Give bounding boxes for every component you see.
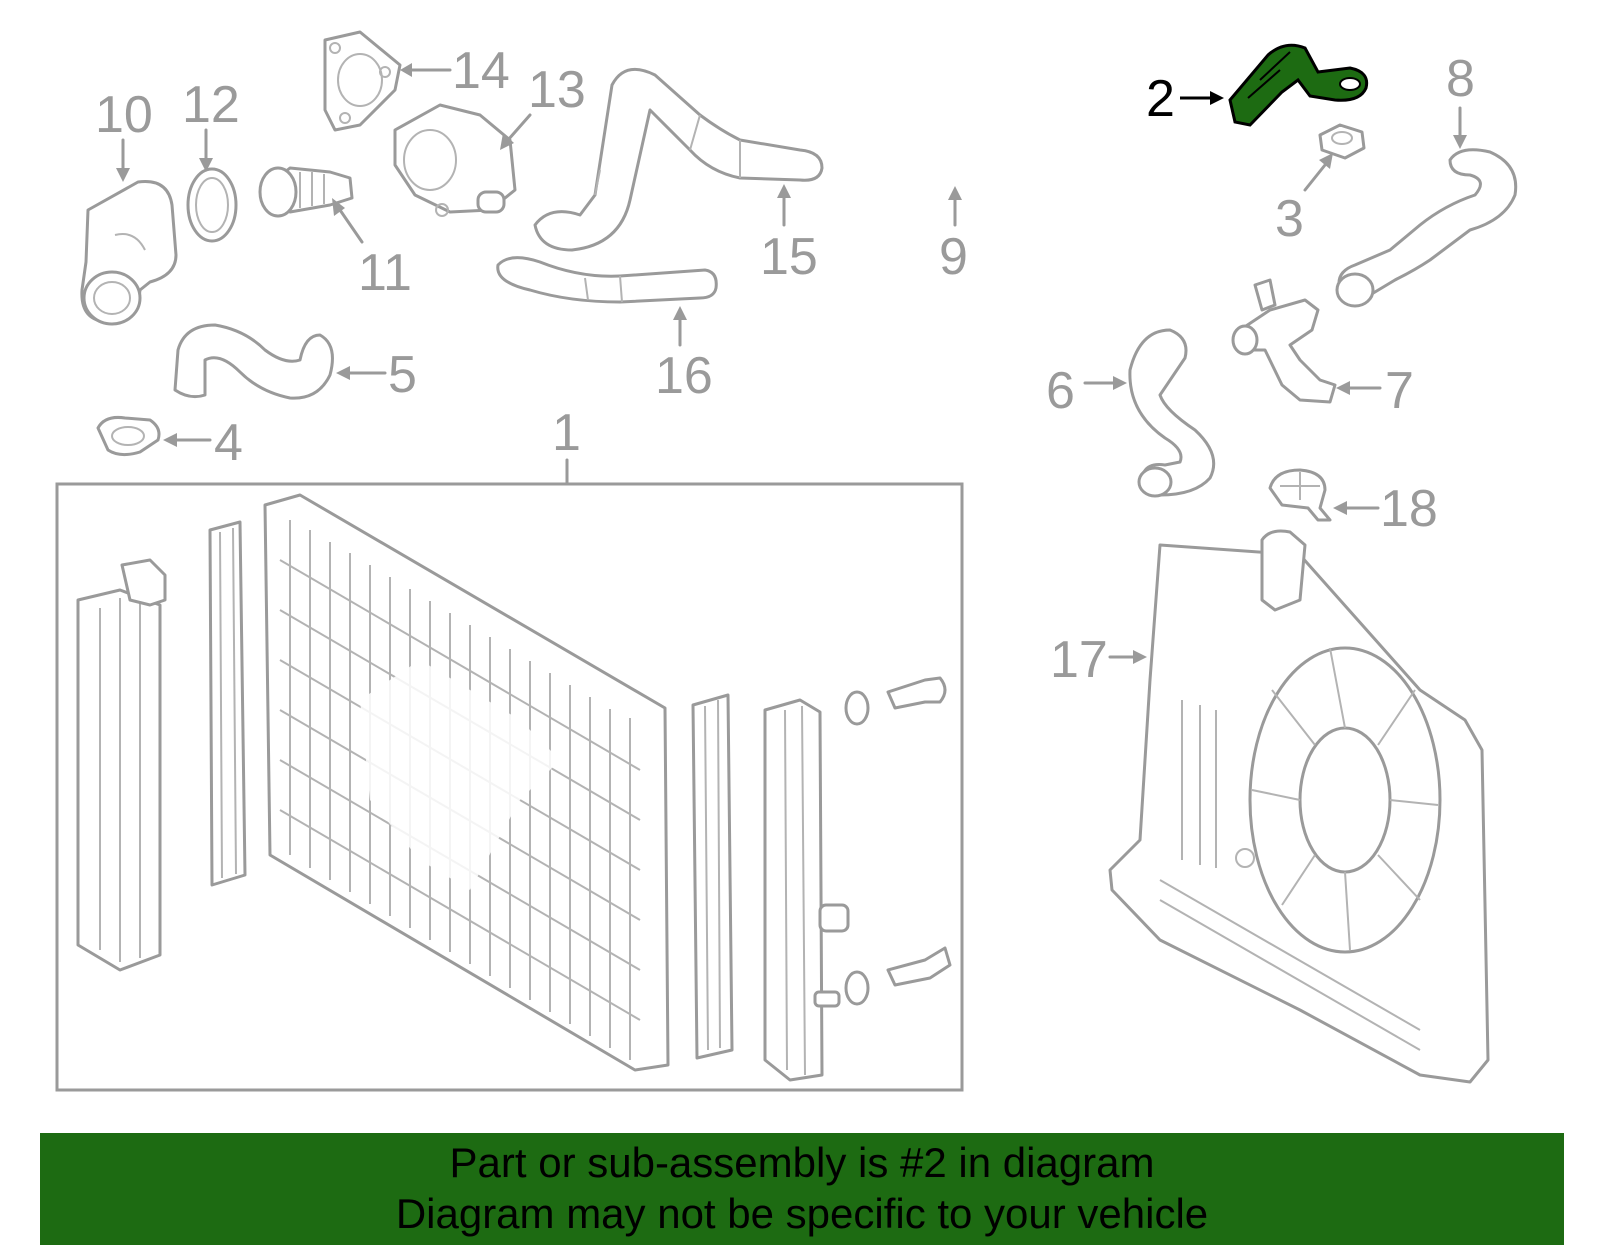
callout-5: 5 bbox=[388, 346, 417, 404]
callout-18: 18 bbox=[1380, 480, 1438, 538]
part-14-gasket-plate[interactable] bbox=[323, 30, 402, 132]
info-banner: Part or sub-assembly is #2 in diagram Di… bbox=[40, 1133, 1564, 1245]
part-8-hose[interactable] bbox=[1335, 148, 1518, 308]
part-6-hose[interactable] bbox=[1128, 328, 1216, 498]
callout-10: 10 bbox=[95, 86, 153, 144]
banner-line-1: Part or sub-assembly is #2 in diagram bbox=[449, 1139, 1155, 1186]
part-16-hose[interactable] bbox=[496, 256, 718, 304]
part-10-water-outlet[interactable] bbox=[80, 179, 178, 326]
part-3-nut[interactable] bbox=[1318, 123, 1366, 160]
part-11-thermostat[interactable] bbox=[258, 166, 354, 218]
part-18-cap[interactable] bbox=[1268, 468, 1332, 522]
callout-2: 2 bbox=[1146, 70, 1175, 128]
part-15-hose[interactable] bbox=[533, 67, 824, 252]
part-2-bracket-highlighted[interactable] bbox=[1228, 43, 1369, 127]
callout-8: 8 bbox=[1446, 50, 1475, 108]
callout-1: 1 bbox=[552, 404, 581, 462]
callout-6: 6 bbox=[1046, 362, 1075, 420]
callout-7: 7 bbox=[1385, 362, 1414, 420]
callout-4: 4 bbox=[214, 414, 243, 472]
part-13-water-inlet[interactable] bbox=[393, 103, 517, 217]
callout-labels: 10 12 11 14 13 15 16 9 2 3 8 5 4 1 6 7 1… bbox=[95, 42, 1475, 689]
callout-17: 17 bbox=[1050, 631, 1108, 689]
part-1-radiator-assembly[interactable] bbox=[55, 482, 964, 1092]
part-12-gasket[interactable] bbox=[186, 167, 238, 243]
callout-14: 14 bbox=[452, 42, 510, 100]
part-9-pipe[interactable] bbox=[714, 24, 1249, 269]
radiator-core-grid bbox=[279, 520, 641, 1060]
callout-11: 11 bbox=[358, 244, 412, 302]
callout-15: 15 bbox=[760, 228, 818, 286]
part-5-hose[interactable] bbox=[173, 323, 334, 400]
callout-12: 12 bbox=[182, 76, 240, 134]
callout-16: 16 bbox=[655, 347, 713, 405]
part-4-plate[interactable] bbox=[96, 416, 161, 457]
callout-13: 13 bbox=[528, 61, 586, 119]
part-17-fan-shroud[interactable] bbox=[1108, 529, 1490, 1084]
leader-lines bbox=[116, 63, 1467, 664]
callout-3: 3 bbox=[1275, 190, 1304, 248]
part-7-connector[interactable] bbox=[1231, 278, 1337, 404]
callout-9: 9 bbox=[939, 228, 968, 286]
banner-line-2: Diagram may not be specific to your vehi… bbox=[395, 1190, 1209, 1237]
